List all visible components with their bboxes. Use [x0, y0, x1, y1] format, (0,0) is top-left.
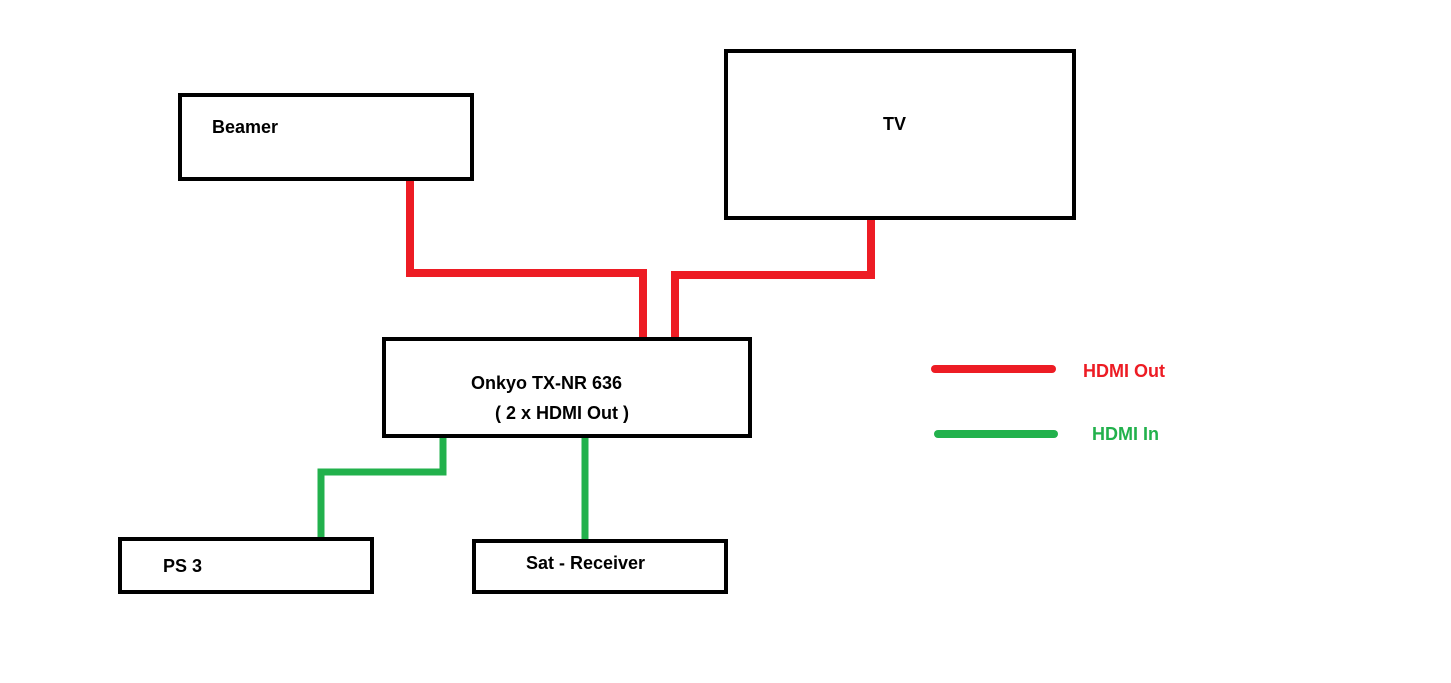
tv-label: TV — [883, 114, 906, 134]
hdmi-out-cable-beamer — [406, 179, 647, 340]
hdmi-in-cable-ps3 — [317, 436, 447, 539]
receiver-model-label: Onkyo TX-NR 636 — [471, 373, 622, 393]
legend: HDMI Out HDMI In — [931, 361, 1165, 444]
sat-receiver-label: Sat - Receiver — [526, 553, 645, 573]
legend-hdmi-out-label: HDMI Out — [1083, 361, 1165, 381]
beamer-label: Beamer — [212, 117, 278, 137]
receiver-outputs-label: ( 2 x HDMI Out ) — [495, 403, 629, 423]
legend-hdmi-in-label: HDMI In — [1092, 424, 1159, 444]
sat-receiver-box: Sat - Receiver — [472, 539, 728, 594]
ps3-label: PS 3 — [163, 556, 202, 576]
receiver-box: Onkyo TX-NR 636 ( 2 x HDMI Out ) — [382, 337, 752, 438]
hdmi-out-cable-tv — [671, 218, 875, 340]
tv-box: TV — [724, 49, 1076, 220]
ps3-box: PS 3 — [118, 537, 374, 594]
beamer-box: Beamer — [178, 93, 474, 181]
